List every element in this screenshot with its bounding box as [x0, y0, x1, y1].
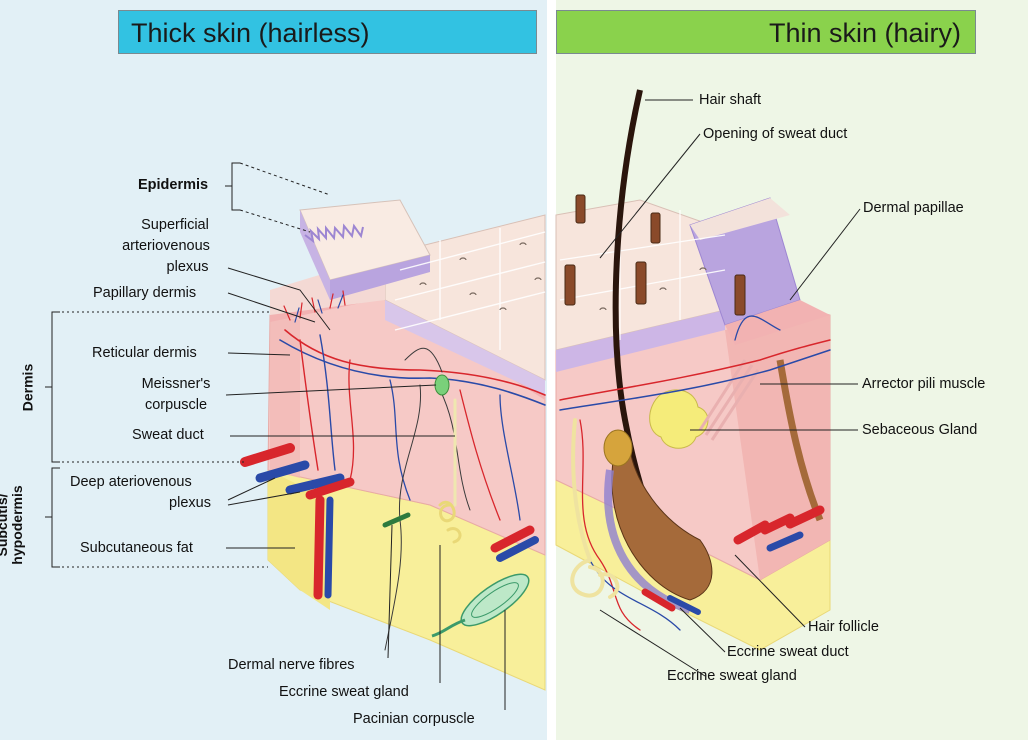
label-eccrine-sweat-gland-right: Eccrine sweat gland [667, 668, 797, 685]
label-arrector-pili: Arrector pili muscle [862, 376, 985, 393]
label-subcutaneous-fat: Subcutaneous fat [80, 540, 193, 557]
label-hair-shaft: Hair shaft [699, 92, 761, 109]
label-deep-2: plexus [150, 495, 230, 512]
label-dermal-nerve-fibres: Dermal nerve fibres [228, 657, 355, 674]
label-reticular-dermis: Reticular dermis [92, 345, 197, 362]
label-epidermis: Epidermis [138, 177, 208, 194]
label-hair-follicle: Hair follicle [808, 619, 879, 636]
label-eccrine-sweat-gland-left: Eccrine sweat gland [279, 684, 409, 701]
label-sebaceous-gland: Sebaceous Gland [862, 422, 977, 439]
label-superficial-3: plexus [150, 259, 225, 276]
label-pacinian-corpuscle: Pacinian corpuscle [353, 711, 475, 728]
label-superficial-2: arteriovenous [100, 238, 232, 255]
label-sweat-duct: Sweat duct [132, 427, 204, 444]
thick-skin-block [268, 200, 545, 690]
label-eccrine-sweat-duct: Eccrine sweat duct [727, 644, 849, 661]
label-subcutis-layer: Subcutis/ hypodermis [0, 475, 25, 575]
label-superficial-1: Superficial [118, 217, 232, 234]
label-dermis-layer: Dermis [21, 358, 36, 418]
meissner-corpuscle-shape [435, 375, 449, 395]
label-meissner-1: Meissner's [126, 376, 226, 393]
label-papillary-dermis: Papillary dermis [93, 285, 196, 302]
label-deep-1: Deep ateriovenous [70, 474, 192, 491]
label-dermal-papillae: Dermal papillae [863, 200, 964, 217]
label-opening-sweat-duct: Opening of sweat duct [703, 126, 847, 143]
label-meissner-2: corpuscle [126, 397, 226, 414]
label-hypodermis: hypodermis [9, 485, 25, 564]
